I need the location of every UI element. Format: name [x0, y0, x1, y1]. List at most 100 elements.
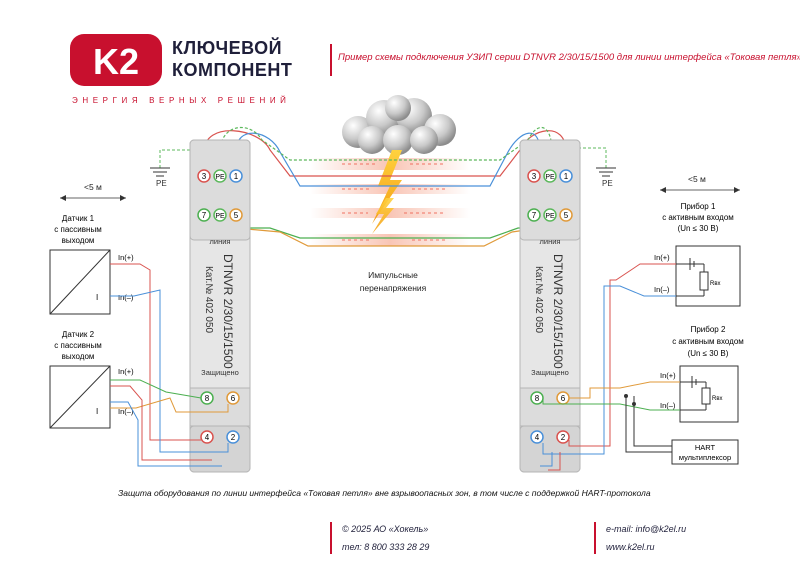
- terminal-2: [226, 430, 240, 444]
- junction-dot: [624, 394, 628, 398]
- sensor1-title: Датчик 1: [62, 214, 95, 223]
- terminal-pe: [543, 208, 557, 222]
- terminal-label: 4: [535, 433, 540, 442]
- distance-marker-left: [60, 195, 126, 201]
- hart-label: HART: [695, 443, 716, 452]
- device2-block: [679, 365, 739, 423]
- footer-email[interactable]: e-mail: info@k2el.ru: [606, 524, 687, 534]
- logo-badge: [70, 34, 162, 86]
- left-field-wires: [110, 263, 229, 467]
- terminal-label: PE: [545, 213, 555, 220]
- sensor2-subtitle: выходом: [62, 352, 95, 361]
- right-field-wires: [540, 263, 680, 471]
- sensor2-title: Датчик 2: [62, 330, 95, 339]
- protected-label: Защищено: [531, 368, 569, 377]
- terminal-5: [229, 208, 243, 222]
- footer-phone[interactable]: тел: 8 800 333 28 29: [342, 542, 430, 552]
- terminal-label: 3: [532, 172, 537, 181]
- device2-resistor: Rвх: [712, 396, 723, 402]
- brand-name-line1: КЛЮЧЕВОЙ: [172, 38, 283, 58]
- terminal-label: 2: [231, 433, 236, 442]
- terminal-pe: [543, 169, 557, 183]
- terminal-label: 3: [202, 172, 207, 181]
- sensor2-block: [49, 365, 111, 429]
- terminal-label: PE: [545, 174, 555, 181]
- k2-logo: K2: [70, 34, 162, 86]
- thundercloud-icon: [342, 95, 456, 155]
- device1-in-plus: In(+): [654, 253, 670, 262]
- model-label: DTNVR 2/30/15/1500: [221, 254, 235, 369]
- terminal-3: [527, 169, 541, 183]
- lightning-bolt-icon: [372, 150, 402, 224]
- device1-in-minus: In(–): [654, 285, 670, 294]
- terminal-7: [197, 208, 211, 222]
- sensor1-subtitle: с пассивным: [54, 225, 101, 234]
- sensor1-in-minus: In(–): [118, 293, 134, 302]
- terminal-label: 6: [231, 394, 236, 403]
- terminal-label: 7: [202, 211, 207, 220]
- protected-label: Защищено: [201, 368, 239, 377]
- device1-title: Прибор 1: [681, 202, 716, 211]
- device2-title: Прибор 2: [691, 325, 726, 334]
- lightning-bolt-icon: [372, 198, 394, 234]
- terminal-label: 1: [234, 172, 239, 181]
- device1-subtitle: с активным входом: [662, 213, 734, 222]
- device2-in-minus: In(–): [660, 401, 676, 410]
- footer-divider-left: [330, 522, 332, 554]
- terminal-2: [556, 430, 570, 444]
- right-surge-protector: 3 PE 1 7 PE 5 линия DTNVR 2/30/15/1500 К…: [519, 139, 581, 473]
- page-title: Пример схемы подключения УЗИП серии DTNV…: [338, 52, 800, 63]
- junction-dot: [632, 402, 636, 406]
- surge-arrows: [342, 163, 446, 241]
- surge-glow: [310, 208, 470, 218]
- terminal-label: 2: [561, 433, 566, 442]
- device1-block: [675, 245, 741, 307]
- terminal-6: [226, 391, 240, 405]
- terminal-1: [229, 169, 243, 183]
- title-divider: [330, 44, 332, 76]
- terminal-1: [559, 169, 573, 183]
- terminal-label: PE: [215, 213, 225, 220]
- catalog-label: Кат.№ 402 050: [203, 266, 214, 334]
- terminal-4: [200, 430, 214, 444]
- sensor1-in-plus: In(+): [118, 253, 134, 262]
- sensor2-in-plus: In(+): [118, 367, 134, 376]
- surge-label-line2: перенапряжения: [360, 283, 427, 293]
- brand-name-line2: КОМПОНЕНТ: [172, 60, 293, 80]
- terminal-7: [527, 208, 541, 222]
- line-label: линия: [540, 237, 561, 246]
- terminal-pe: [213, 208, 227, 222]
- terminal-label: 6: [561, 394, 566, 403]
- surge-label-line1: Импульсные: [368, 270, 418, 280]
- terminal-label: 1: [564, 172, 569, 181]
- line-label: линия: [210, 237, 231, 246]
- device2-in-plus: In(+): [660, 371, 676, 380]
- pe-label-right: PE: [602, 179, 613, 188]
- brand-tagline: ЭНЕРГИЯ ВЕРНЫХ РЕШЕНИЙ: [72, 96, 291, 105]
- footer-divider-right: [594, 522, 596, 554]
- terminal-pe: [213, 169, 227, 183]
- sensor2-subtitle: с пассивным: [54, 341, 101, 350]
- sensor1-block: [49, 249, 111, 315]
- model-label: DTNVR 2/30/15/1500: [551, 254, 565, 369]
- terminal-label: 8: [535, 394, 540, 403]
- surge-glow: [310, 234, 470, 246]
- distance-label-right: <5 м: [688, 174, 706, 184]
- terminal-4: [530, 430, 544, 444]
- terminal-label: 5: [234, 211, 239, 220]
- device2-subtitle: с активным входом: [672, 337, 744, 346]
- terminal-label: 4: [205, 433, 210, 442]
- terminal-5: [559, 208, 573, 222]
- sensor1-subtitle: выходом: [62, 236, 95, 245]
- pe-label-left: PE: [156, 179, 167, 188]
- hart-label: мультиплексор: [679, 453, 731, 462]
- hart-multiplexer-block: [671, 439, 739, 465]
- diagram-caption: Защита оборудования по линии интерфейса …: [118, 488, 651, 498]
- device1-resistor: Rвх: [710, 281, 721, 287]
- footer-website[interactable]: www.k2el.ru: [606, 542, 655, 552]
- sensor1-mark: I: [96, 293, 98, 302]
- distance-marker-right: [660, 187, 740, 193]
- distance-label-left: <5 м: [84, 182, 102, 192]
